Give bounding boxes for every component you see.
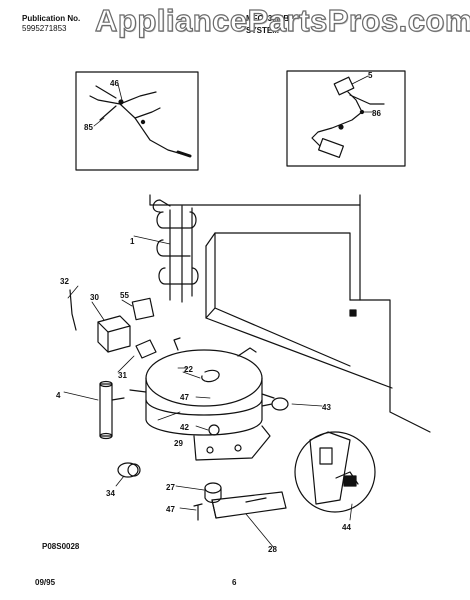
page-number: 6 [232, 578, 237, 587]
inset-wiring-harness [75, 71, 199, 171]
callout-55: 55 [120, 291, 129, 300]
relay-assembly [69, 289, 157, 359]
callout-30: 30 [90, 293, 99, 302]
callout-27: 27 [166, 483, 175, 492]
start-capacitor [99, 380, 125, 440]
rubber-grommet [117, 462, 141, 478]
outlet-detail [294, 431, 376, 513]
callout-29: 29 [174, 439, 183, 448]
callout-47-bracket: 47 [166, 505, 175, 514]
callout-85: 85 [84, 123, 93, 132]
callout-47-compressor: 47 [180, 393, 189, 402]
callout-86: 86 [372, 109, 381, 118]
callout-1: 1 [130, 237, 135, 246]
footer-date: 09/95 [35, 578, 56, 587]
cabinet-outline [149, 194, 431, 433]
callout-46: 46 [110, 79, 119, 88]
diagram-code: P08S0028 [42, 542, 80, 551]
section-title: SYSTEM [246, 26, 279, 35]
callout-42: 42 [180, 423, 189, 432]
callout-43: 43 [322, 403, 331, 412]
compressor [129, 337, 275, 461]
drain-tube [261, 397, 289, 411]
condenser-coil [152, 199, 199, 303]
publication-label: Publication No. [22, 14, 81, 23]
mounting-bracket [193, 482, 287, 521]
callout-44: 44 [342, 523, 351, 532]
callout-28: 28 [268, 545, 277, 554]
callout-4: 4 [56, 391, 61, 400]
callout-32: 32 [60, 277, 69, 286]
inset-connector-wire [286, 70, 406, 167]
publication-number: 5995271853 [22, 24, 67, 33]
callout-22: 22 [184, 365, 193, 374]
callout-34: 34 [106, 489, 115, 498]
callout-31: 31 [118, 371, 127, 380]
site-watermark: AppliancePartsPros.com [94, 2, 470, 38]
model-number: MFC23M4B [246, 14, 290, 23]
callout-leaders [63, 75, 373, 549]
callout-5: 5 [368, 71, 373, 80]
